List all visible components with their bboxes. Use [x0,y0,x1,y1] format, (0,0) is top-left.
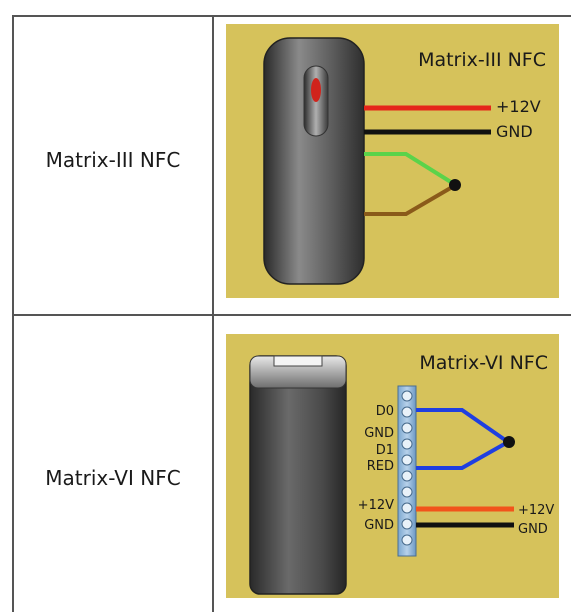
wire-label-12v: +12V [518,503,554,518]
table-border-top [12,15,571,17]
terminal-label-d0: D0 [376,404,394,419]
panel-title: Matrix-III NFC [418,49,546,71]
row-label-matrix-iii: Matrix-III NFC [45,148,181,172]
reader-led-icon [311,78,321,102]
wiring-panel-matrix-iii: Matrix-III NFC +12V GND [226,24,559,298]
wire-brown [364,184,456,216]
wiring-panel-matrix-vi: Matrix-VI NFC D0 GND D1 RED +12V GND +12… [226,334,559,598]
wire-blue-d0 [416,408,510,444]
table-border-left [12,15,14,612]
wire-label-12v: +12V [496,97,541,116]
panel-title: Matrix-VI NFC [419,352,548,374]
terminal-label-gnd: GND [364,426,394,441]
terminal-screws [401,390,413,546]
table-row-divider [12,314,571,316]
wire-green [364,152,456,186]
wire-blue-d1 [416,440,509,470]
reader-body [249,355,347,595]
terminal-label-gnd-power: GND [364,518,394,533]
terminal-label-d1: D1 [376,443,394,458]
wire-label-gnd: GND [518,522,548,537]
table-column-divider [212,15,214,612]
row-label-matrix-vi: Matrix-VI NFC [45,466,181,490]
wire-label-gnd: GND [496,122,533,141]
wiring-diagram-matrix-vi: Matrix-VI NFC D0 GND D1 RED +12V GND +12… [249,352,554,595]
wire-junction-dot [449,179,461,191]
terminal-label-red: RED [367,459,394,474]
wire-junction-dot [503,436,515,448]
reader-top-slot [273,355,323,367]
terminal-label-12v: +12V [358,498,394,513]
wiring-diagram-matrix-iii: Matrix-III NFC +12V GND [263,37,546,285]
reader-body [263,37,365,285]
